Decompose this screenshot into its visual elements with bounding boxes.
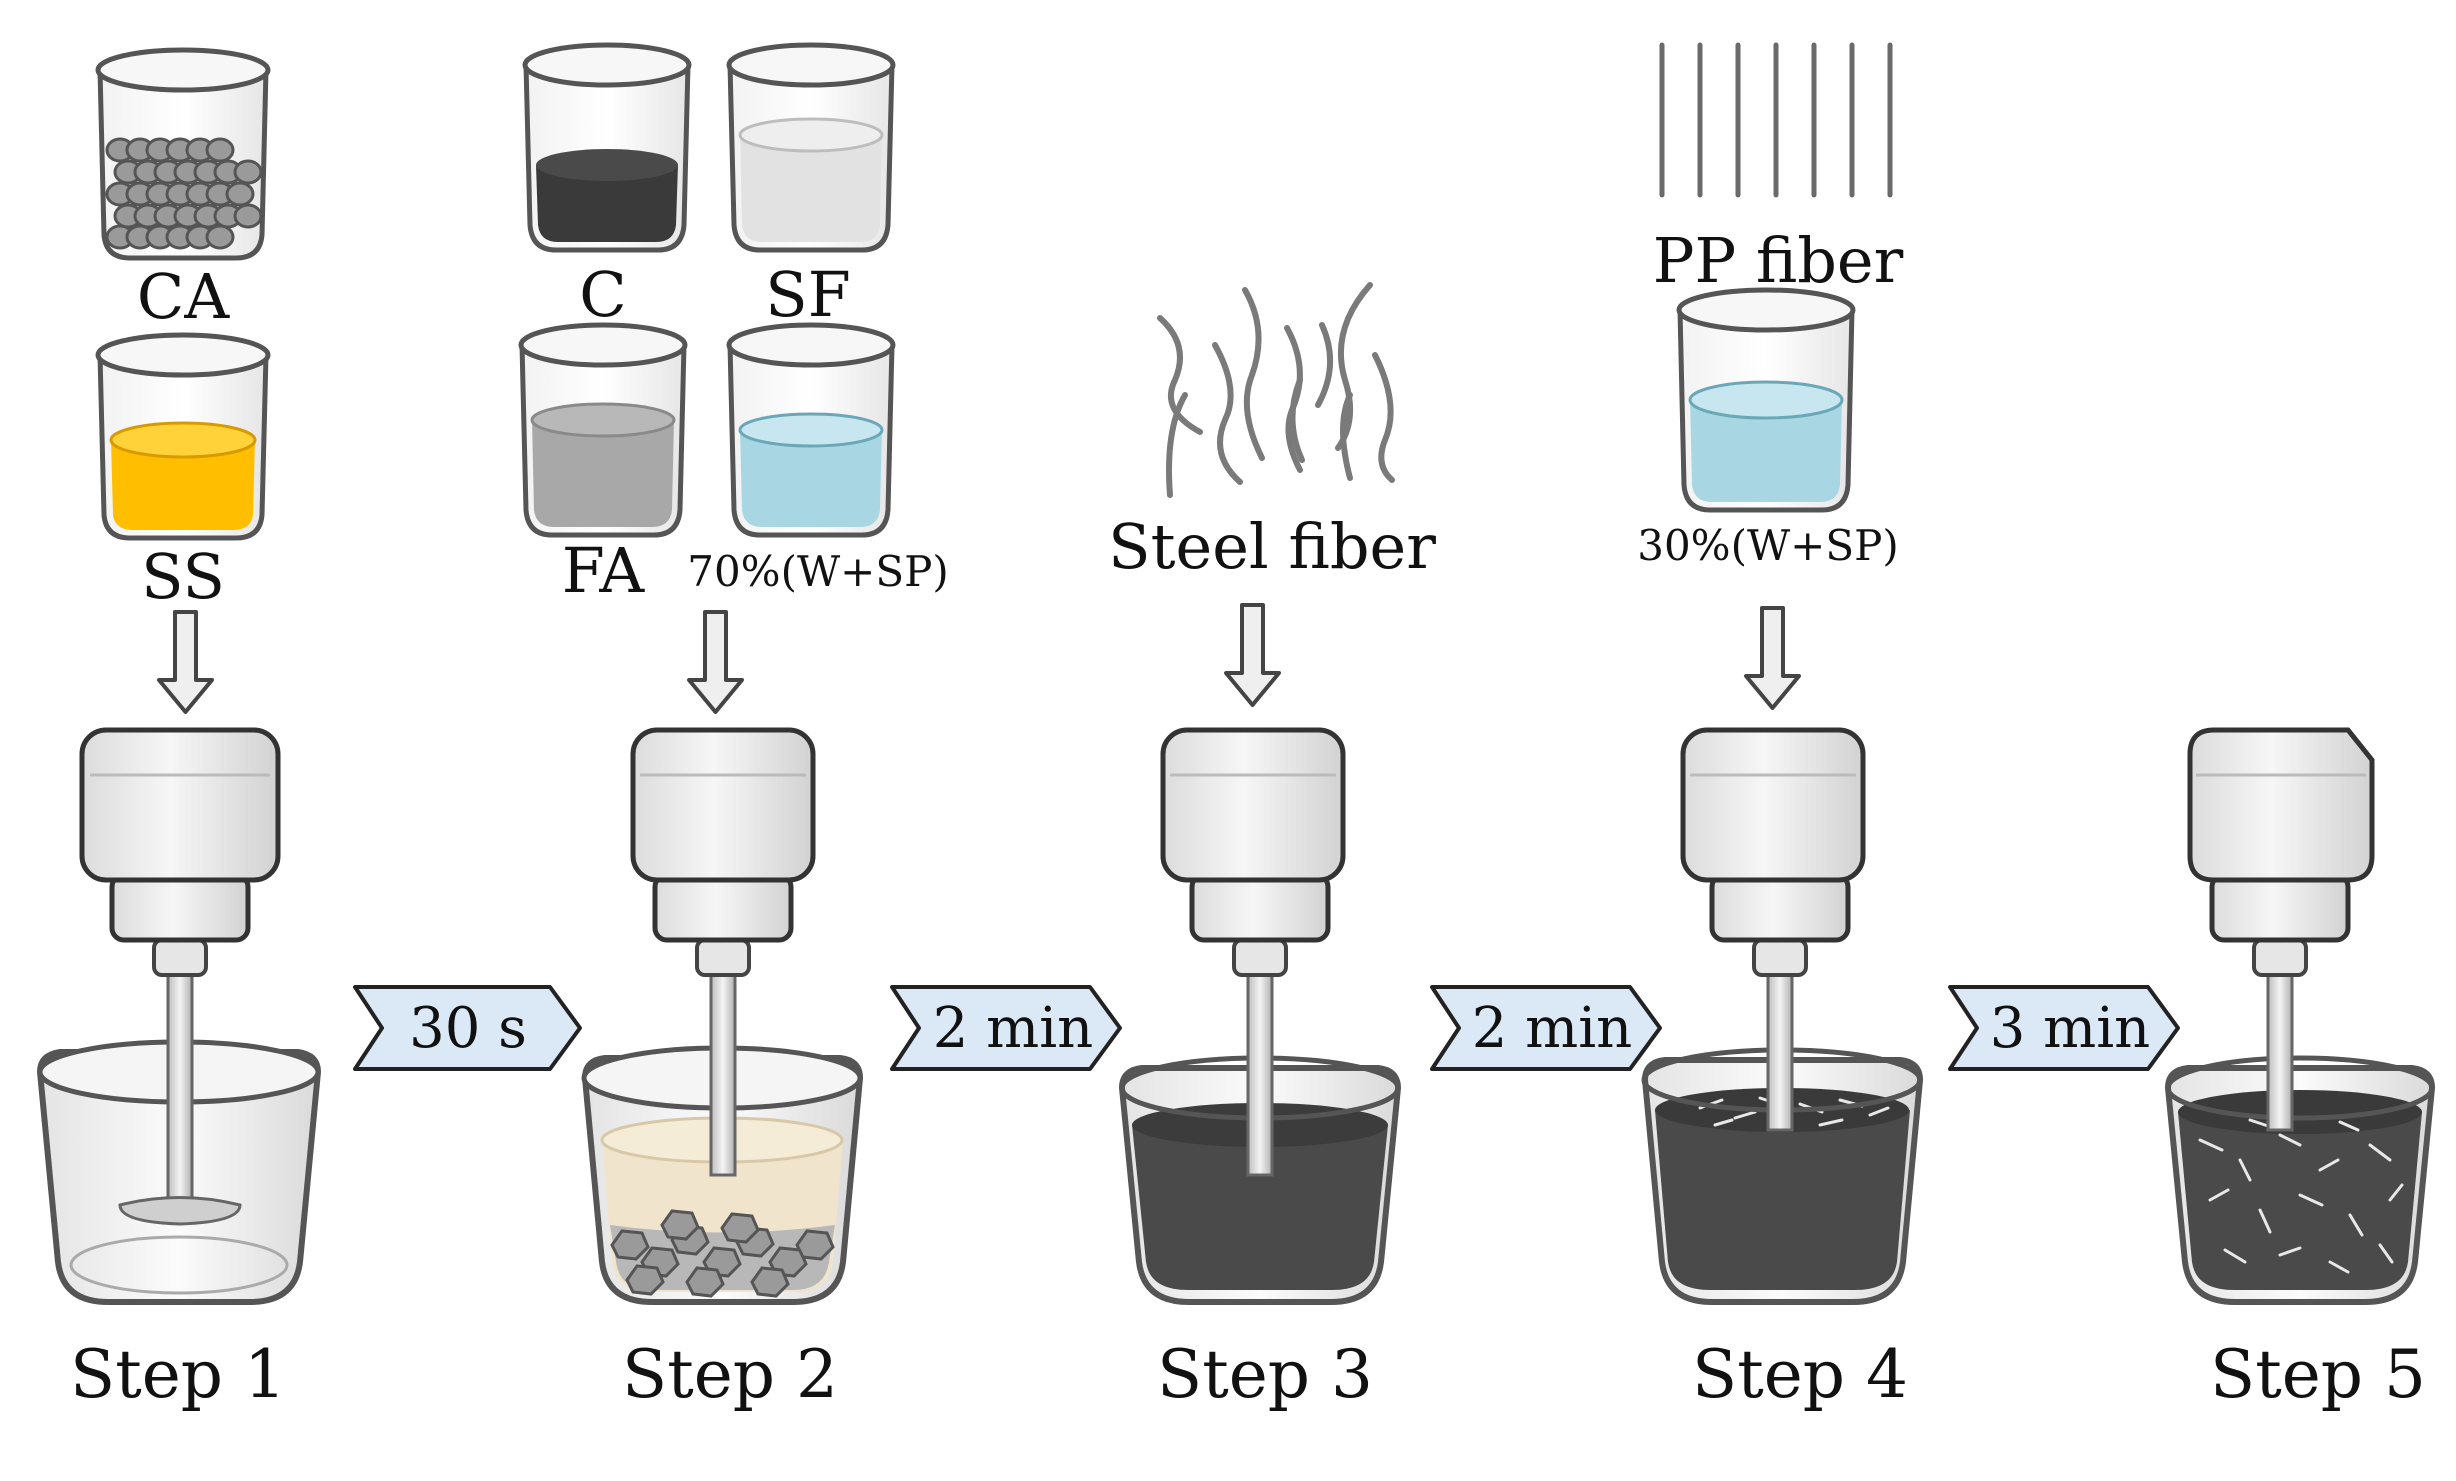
beaker-fly-ash (518, 322, 688, 538)
beaker-coarse-aggregate (95, 47, 271, 261)
step-label-3: Step 3 (1157, 1336, 1373, 1413)
label-steel-fiber: Steel fiber (1108, 510, 1436, 583)
aggregate-pebbles (105, 137, 263, 250)
svg-text:3 min: 3 min (1990, 996, 2151, 1061)
label-pp-fiber: PP fiber (1653, 224, 1904, 297)
mixer-step-3 (1118, 727, 1402, 1305)
mixer-step-1 (36, 727, 322, 1305)
down-arrow-step-1 (157, 610, 214, 714)
step-label-4: Step 4 (1692, 1336, 1908, 1413)
svg-text:30 s: 30 s (409, 996, 527, 1061)
down-arrow-step-2 (687, 610, 744, 714)
mixer-5-fibers (2198, 1118, 2404, 1274)
down-arrow-step-4 (1744, 606, 1801, 710)
beaker-cement (522, 42, 692, 253)
duration-tag-2: 2 min (890, 985, 1122, 1071)
svg-text:2 min: 2 min (1472, 996, 1633, 1061)
mixer-step-5 (2164, 727, 2436, 1305)
down-arrow-step-3 (1224, 603, 1281, 707)
step-label-5: Step 5 (2210, 1336, 2426, 1413)
mixer-step-2 (581, 727, 864, 1305)
mixer-2-aggregate (610, 1209, 835, 1298)
label-water-70: 70%(W+SP) (687, 547, 949, 596)
label-fa: FA (562, 534, 646, 607)
label-c: C (579, 258, 626, 331)
label-water-30: 30%(W+SP) (1637, 521, 1899, 570)
duration-tag-1: 30 s (353, 985, 582, 1071)
pp-fiber-illustration (1659, 42, 1893, 198)
label-ss: SS (141, 540, 225, 613)
duration-tag-3: 2 min (1430, 985, 1662, 1071)
duration-tag-4: 3 min (1948, 985, 2180, 1071)
step-label-1: Step 1 (70, 1336, 286, 1413)
beaker-silica-fume (726, 42, 896, 253)
beaker-water-30 (1676, 287, 1856, 513)
svg-text:2 min: 2 min (933, 996, 1094, 1061)
label-ca: CA (137, 260, 230, 333)
beaker-water-70 (726, 322, 896, 538)
label-sf: SF (765, 258, 851, 331)
mixer-step-4 (1641, 727, 1924, 1305)
step-label-2: Step 2 (622, 1336, 838, 1413)
steel-fiber-illustration (1157, 282, 1395, 498)
beaker-sand (95, 332, 271, 541)
